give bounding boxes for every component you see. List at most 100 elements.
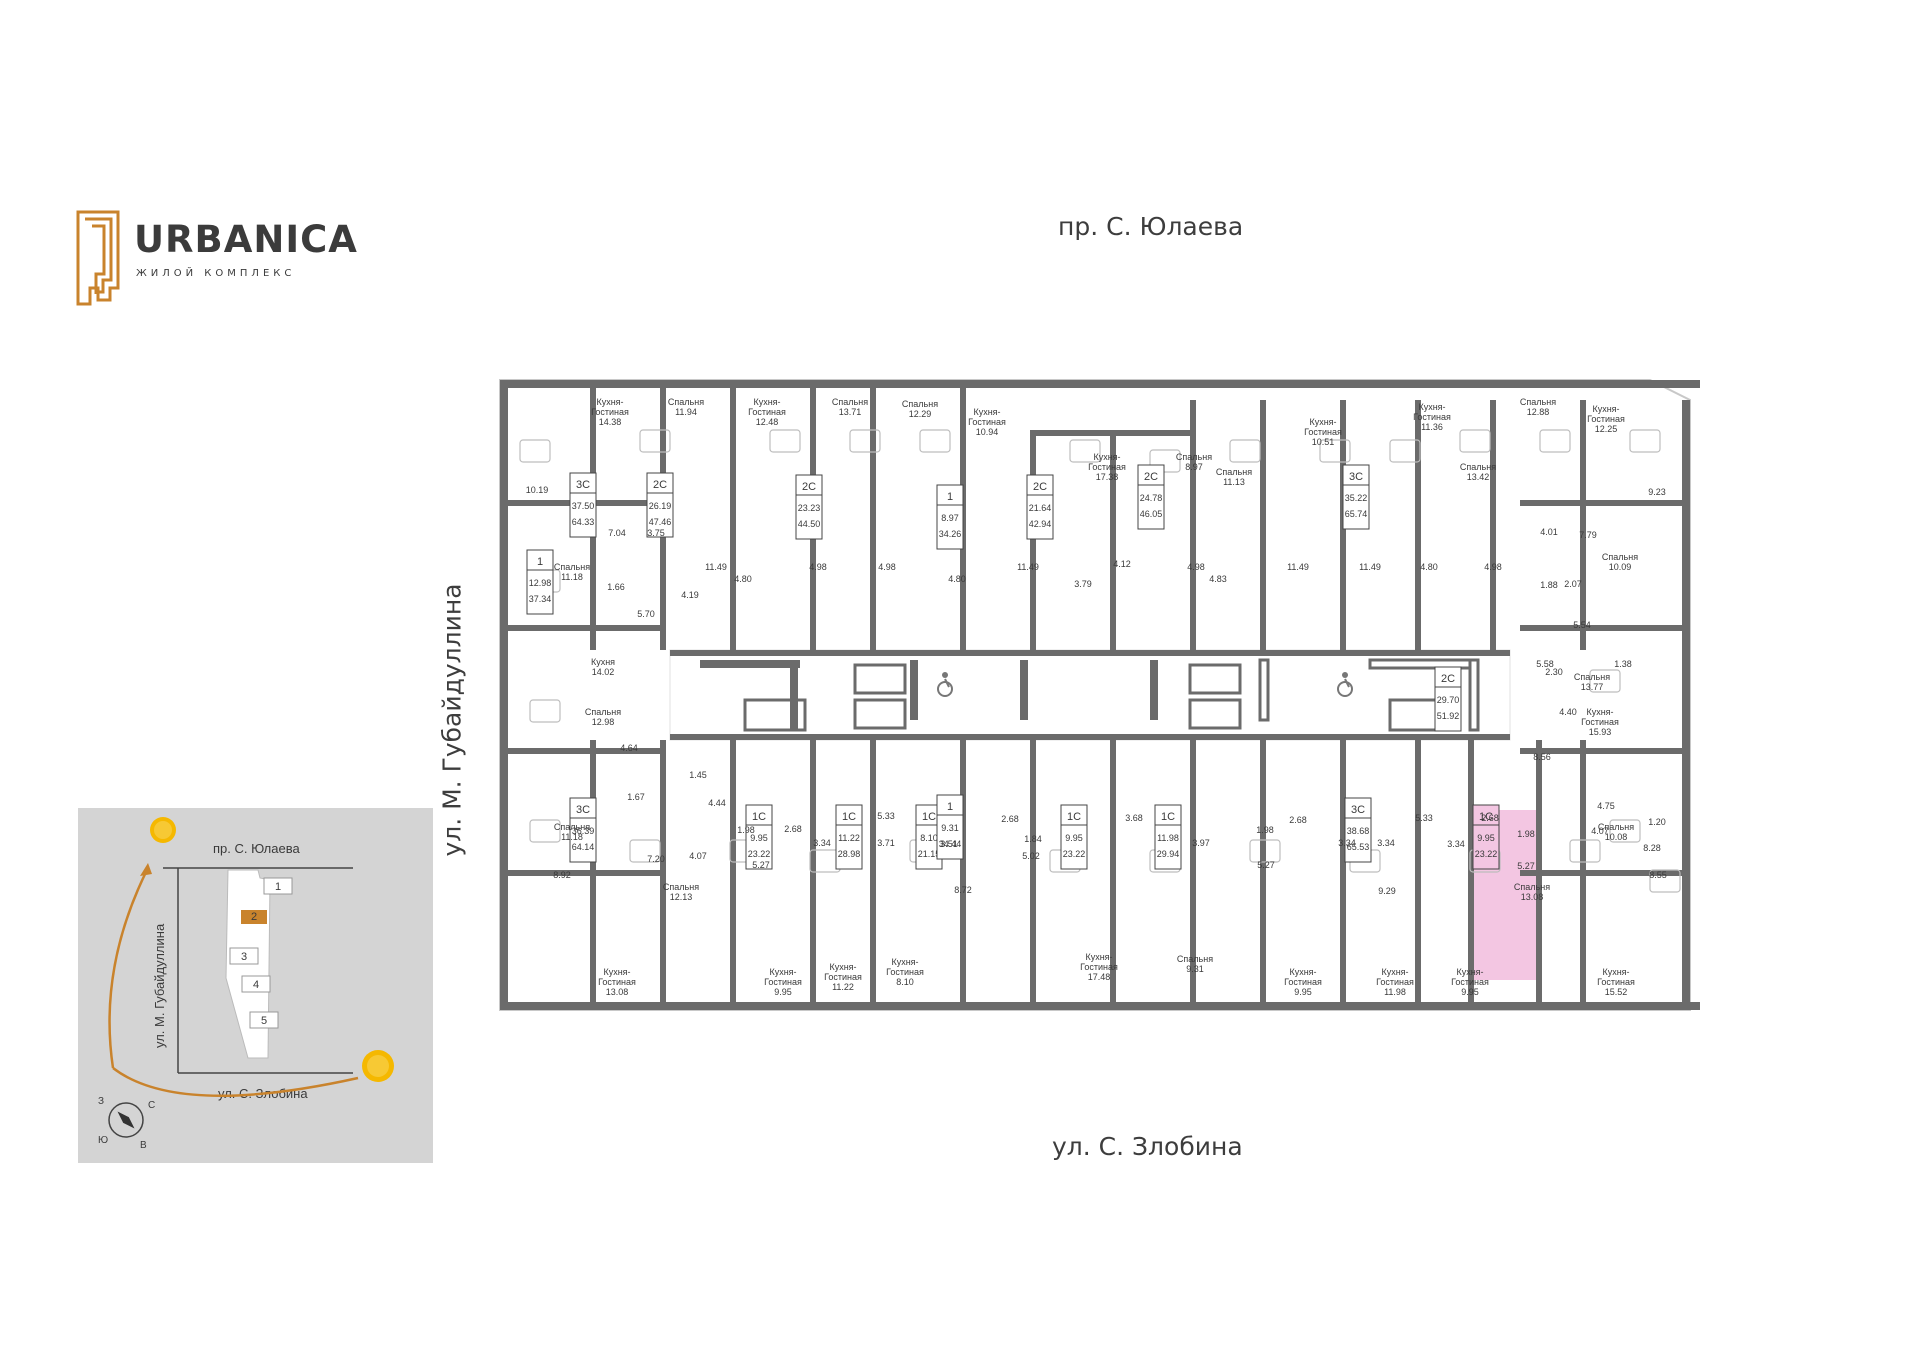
- apartment-type: 3С: [576, 479, 590, 491]
- room-name: Гостиная: [748, 407, 786, 417]
- room-area: 11.13: [1223, 477, 1245, 487]
- wall: [670, 650, 1510, 656]
- apartment-labels: 3С37.5064.332С26.1947.462С23.2344.5018.9…: [526, 464, 1500, 870]
- apartment-total-area: 64.14: [572, 842, 595, 852]
- room-name: Спальня: [585, 707, 621, 717]
- area-label: 4.80: [734, 574, 752, 584]
- minimap-street-top: пр. С. Юлаева: [213, 841, 300, 856]
- minimap-section-label: 1: [275, 881, 281, 893]
- furniture-item: [629, 839, 661, 863]
- wall: [1415, 740, 1421, 1010]
- room-area: 11.98: [1384, 987, 1406, 997]
- furniture-item: [1069, 439, 1101, 463]
- area-label: 2.30: [1545, 667, 1563, 677]
- wall: [1110, 740, 1116, 1010]
- area-label: 2.68: [1289, 815, 1307, 825]
- wall: [1536, 740, 1542, 1010]
- room-name: Спальня: [832, 397, 868, 407]
- apartment-label-box: [795, 474, 823, 540]
- wall: [1020, 660, 1028, 720]
- room-name: Спальня: [663, 882, 699, 892]
- logo-title: URBANICA: [134, 218, 358, 261]
- area-label: 3.97: [1192, 838, 1210, 848]
- area-label: 1.38: [1614, 659, 1632, 669]
- apartment-label-box: [1342, 464, 1370, 530]
- sun-path-arc: [108, 867, 150, 1069]
- area-label: 3.34: [1447, 839, 1465, 849]
- wall: [1110, 430, 1116, 650]
- apartment-total-area: 64.33: [572, 517, 595, 527]
- room-name: Гостиная: [1376, 977, 1414, 987]
- room-area: 10.08: [1605, 832, 1628, 842]
- area-label: 7.20: [647, 854, 665, 864]
- elevator-shaft: [1188, 663, 1242, 695]
- room-name: Спальня: [1176, 452, 1212, 462]
- room-name: Кухня-: [1456, 967, 1483, 977]
- room-name: Спальня: [1598, 822, 1634, 832]
- area-label: 5.54: [1573, 620, 1591, 630]
- area-label: 4.44: [708, 798, 726, 808]
- wall: [910, 660, 918, 720]
- apartment-total-area: 51.92: [1437, 711, 1460, 721]
- furniture-item: [1629, 429, 1661, 453]
- wall: [730, 740, 736, 1010]
- apartment-living-area: 8.97: [941, 513, 959, 523]
- minimap-section-label: 4: [253, 979, 259, 991]
- area-label: 9.23: [1648, 487, 1666, 497]
- area-label: 8.55: [1649, 870, 1667, 880]
- wall: [960, 740, 966, 1010]
- furniture-item: [1249, 839, 1281, 863]
- area-label: 1.98: [1256, 825, 1274, 835]
- apartment-total-area: 23.22: [1475, 849, 1498, 859]
- apartment-label-box: [1060, 804, 1088, 870]
- apartment-total-area: 34.26: [939, 529, 962, 539]
- minimap-street-left: ул. М. Губайдуллина: [152, 923, 167, 1048]
- apartment-type: 1: [537, 556, 543, 568]
- room-area: 17.48: [1088, 972, 1111, 982]
- apartment-living-area: 9.31: [941, 823, 959, 833]
- apartment-type: 1С: [1067, 811, 1081, 823]
- apartment-type: 2С: [1144, 471, 1158, 483]
- room-name: Кухня: [591, 657, 615, 667]
- room-name: Кухня-: [1289, 967, 1316, 977]
- apartment-total-area: 65.74: [1345, 509, 1368, 519]
- room-name: Спальня: [1602, 552, 1638, 562]
- room-name: Спальня: [1520, 397, 1556, 407]
- wall: [1190, 400, 1196, 650]
- room-area: 15.93: [1589, 727, 1612, 737]
- apartment-living-area: 11.22: [838, 833, 860, 843]
- area-label: 8.92: [553, 870, 571, 880]
- apartment-type: 1С: [1479, 811, 1493, 823]
- apartment-type: 2С: [1033, 481, 1047, 493]
- elevator-shaft: [1258, 658, 1270, 722]
- room-name: Гостиная: [1284, 977, 1322, 987]
- apartment-label-box: [1344, 797, 1372, 863]
- furniture-item: [919, 429, 951, 453]
- room-area: 11.18: [561, 832, 583, 842]
- furniture-item: [849, 429, 881, 453]
- street-left-label: ул. М. Губайдуллина: [437, 583, 467, 857]
- room-name: Спальня: [1460, 462, 1496, 472]
- area-label: 1.98: [1517, 829, 1535, 839]
- wall: [1520, 748, 1690, 754]
- area-label: 5.58: [1536, 659, 1554, 669]
- area-label: 2.68: [784, 824, 802, 834]
- area-label: 8.56: [1533, 752, 1551, 762]
- room-name: Гостиная: [1304, 427, 1342, 437]
- compass-north: С: [148, 1100, 155, 1111]
- room-area: 12.48: [756, 417, 779, 427]
- room-name: Спальня: [1574, 672, 1610, 682]
- wall: [1150, 660, 1158, 720]
- minimap-section-selected[interactable]: [241, 910, 267, 924]
